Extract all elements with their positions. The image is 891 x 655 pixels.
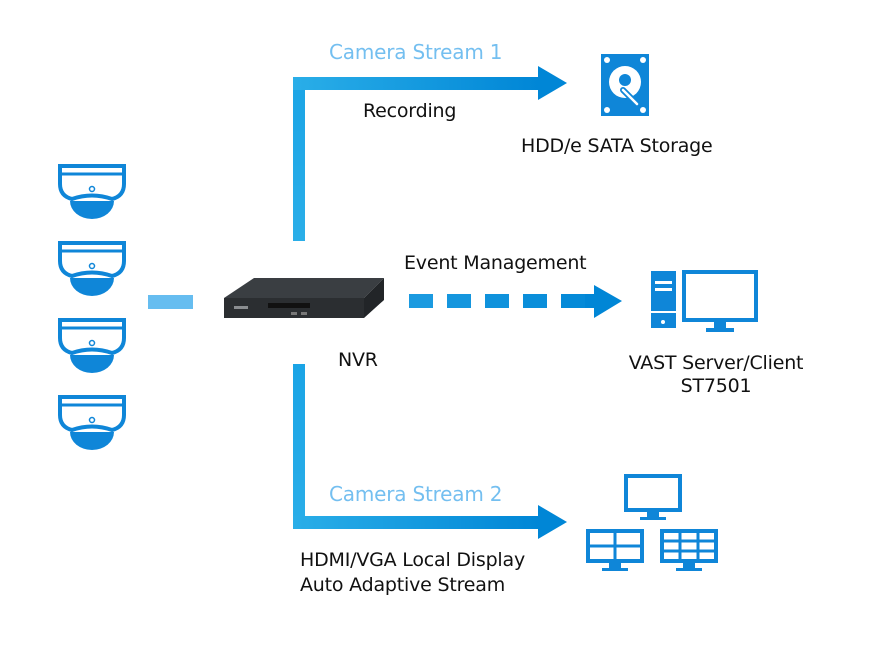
camera-group (58, 164, 126, 450)
dome-camera-icon (58, 318, 126, 373)
hard-drive-icon (601, 54, 649, 116)
local-display-label-line2: Auto Adaptive Stream (300, 574, 506, 596)
stream1-label: Camera Stream 1 (329, 40, 503, 64)
desktop-computer-icon (651, 270, 758, 332)
quad-view-monitor-icon (586, 529, 644, 571)
stream1-arrow (293, 66, 567, 241)
stream2-arrow (293, 364, 567, 539)
dome-camera-icon (58, 164, 126, 219)
nine-view-monitor-icon (660, 529, 718, 571)
local-display-label-line1: HDMI/VGA Local Display (300, 549, 525, 571)
dome-camera-icon (58, 395, 126, 450)
camera-nvr-link (148, 295, 193, 309)
single-monitor-icon (624, 474, 682, 520)
recording-label: Recording (363, 100, 457, 122)
nvr-device (224, 278, 384, 318)
monitor-group-icon (586, 474, 718, 571)
vast-server-label: VAST Server/Client ST7501 (612, 352, 820, 398)
vast-server-label-line2: ST7501 (680, 375, 752, 397)
vast-server-label-line1: VAST Server/Client (628, 352, 804, 374)
dome-camera-icon (58, 241, 126, 296)
hdd-storage-label: HDD/e SATA Storage (521, 135, 713, 157)
event-management-label: Event Management (404, 252, 587, 274)
event-dashed-arrow (409, 285, 622, 318)
nvr-label: NVR (338, 349, 378, 371)
local-display-label: HDMI/VGA Local Display Auto Adaptive Str… (300, 548, 525, 598)
stream2-label: Camera Stream 2 (329, 482, 503, 506)
